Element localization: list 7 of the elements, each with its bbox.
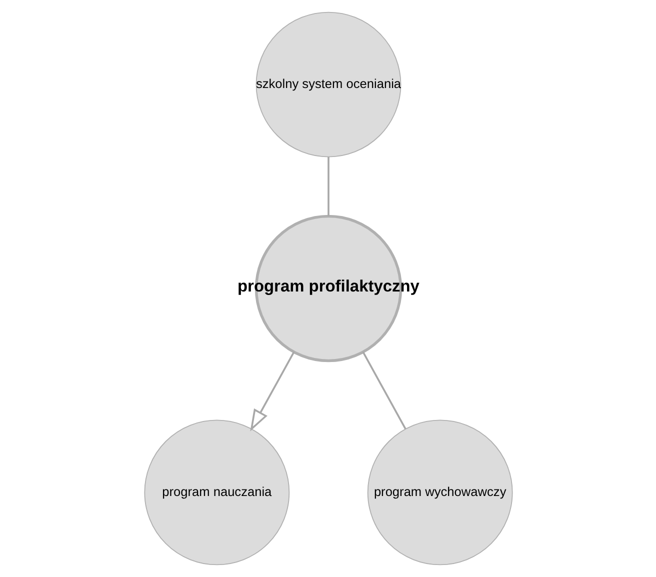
arrow bbox=[250, 352, 294, 432]
connector bbox=[327, 157, 329, 216]
connector bbox=[362, 352, 406, 430]
node-label: program profilaktyczny bbox=[236, 278, 419, 296]
node-circle: szkolny system oceniania bbox=[255, 12, 401, 158]
node-circle: program nauczania bbox=[144, 420, 290, 566]
node-circle: program wychowawczy bbox=[366, 420, 512, 566]
